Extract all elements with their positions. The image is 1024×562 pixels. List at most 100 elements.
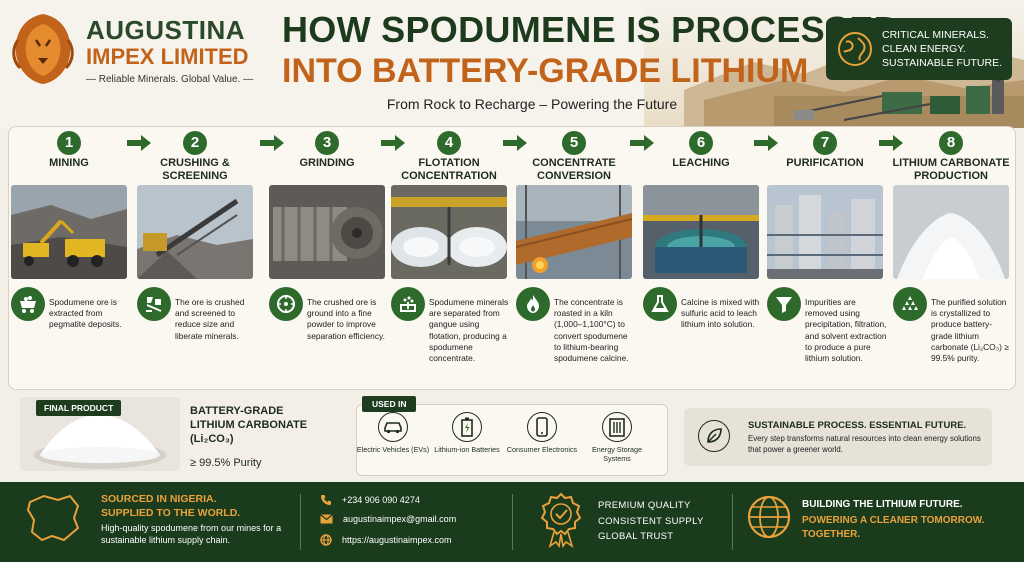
flame-icon — [516, 287, 550, 321]
step-description: The crushed ore is ground into a fine po… — [307, 297, 385, 341]
step-number-badge: 3 — [315, 131, 339, 155]
used-in-label: USED IN — [362, 396, 417, 412]
sourced-text: High-quality spodumene from our mines fo… — [101, 523, 282, 545]
process-steps-panel: 1 MINING Spodumene ore is extracted from… — [8, 126, 1016, 390]
crusher-icon — [137, 287, 171, 321]
page-title-line1: HOW SPODUMENE IS PROCESSED — [282, 9, 900, 50]
step-title: FLOTATION CONCENTRATION — [401, 157, 497, 182]
flask-icon — [643, 287, 677, 321]
sustainable-title: SUSTAINABLE PROCESS. ESSENTIAL FUTURE. — [748, 420, 967, 431]
website-url: https://augustinaimpex.com — [342, 535, 452, 545]
future-line3: TOGETHER. — [802, 529, 861, 540]
final-product-title-line2: LITHIUM CARBONATE — [190, 419, 308, 431]
header: AUGUSTINA IMPEX LIMITED — Reliable Miner… — [0, 0, 1024, 128]
phone-icon — [527, 412, 557, 442]
step-concentrate-conversion: 5 CONCENTRATE CONVERSION The concentrate… — [514, 127, 634, 389]
step-description: Spodumene minerals are separated from ga… — [429, 297, 509, 364]
flotation-photo — [391, 185, 507, 279]
use-consumer-electronics: Consumer Electronics — [505, 412, 579, 454]
filter-icon — [767, 287, 801, 321]
use-label: Electric Vehicles (EVs) — [356, 445, 430, 454]
footer: SOURCED IN NIGERIA. SUPPLIED TO THE WORL… — [0, 482, 1024, 562]
step-leaching: 6 LEACHING Calcine is mixed with sulfuri… — [641, 127, 761, 389]
arrow-right-icon — [127, 135, 151, 151]
step-description: Spodumene ore is extracted from pegmatit… — [49, 297, 122, 330]
grinding-mill-photo — [269, 185, 385, 279]
use-label: Energy Storage Systems — [592, 445, 642, 463]
use-label: Lithium-ion Batteries — [434, 445, 500, 454]
step-number-badge: 8 — [939, 131, 963, 155]
mine-cart-icon — [11, 287, 45, 321]
future-lines: POWERING A CLEANER TOMORROW. TOGETHER. — [802, 514, 984, 542]
step-title: MINING — [49, 157, 89, 169]
leaf-icon — [698, 420, 730, 452]
storage-icon — [602, 412, 632, 442]
brand-subtitle: IMPEX LIMITED — [86, 44, 249, 69]
step-description: Impurities are removed using precipitati… — [805, 297, 887, 364]
step-grinding: 3 GRINDING The crushed ore is ground int… — [267, 127, 387, 389]
step-number-badge: 5 — [562, 131, 586, 155]
use-label: Consumer Electronics — [506, 445, 578, 454]
quality-medal-icon — [540, 492, 582, 548]
step-number-badge: 2 — [183, 131, 207, 155]
email-contact[interactable]: augustinaimpex@gmail.com — [320, 514, 456, 524]
final-product-label: FINAL PRODUCT — [36, 400, 122, 416]
critical-line3: SUSTAINABLE FUTURE. — [882, 57, 1002, 69]
phone-contact[interactable]: +234 906 090 4274 — [320, 494, 420, 506]
nigeria-map-icon — [26, 494, 80, 542]
final-product-purity: ≥ 99.5% Purity — [190, 457, 262, 469]
crystals-icon — [893, 287, 927, 321]
web-globe-icon — [320, 534, 332, 546]
phone-call-icon — [321, 495, 331, 505]
final-product-title-line3: (Li₂CO₃) — [190, 433, 234, 445]
future-line1: BUILDING THE LITHIUM FUTURE. — [802, 499, 963, 510]
crushing-photo — [137, 185, 253, 279]
page-title-line2: INTO BATTERY-GRADE LITHIUM — [282, 52, 809, 90]
final-product-title: BATTERY-GRADE LITHIUM CARBONATE (Li₂CO₃) — [190, 404, 307, 446]
use-lithium-ion-batteries: Lithium-ion Batteries — [430, 412, 504, 454]
quality-text: PREMIUM QUALITY CONSISTENT SUPPLY GLOBAL… — [598, 498, 704, 545]
car-icon — [378, 412, 408, 442]
step-lithium-carbonate-production: 8 LITHIUM CARBONATE PRODUCTION The purif… — [891, 127, 1011, 389]
sustainable-process-box: SUSTAINABLE PROCESS. ESSENTIAL FUTURE. E… — [684, 408, 992, 466]
step-flotation-concentration: 4 FLOTATION CONCENTRATION Spodumene mine… — [389, 127, 509, 389]
kiln-photo — [516, 185, 632, 279]
quality-line3: GLOBAL TRUST — [598, 531, 674, 542]
future-line2: POWERING A CLEANER TOMORROW. — [802, 515, 985, 526]
step-description: The concentrate is roasted in a kiln (1,… — [554, 297, 629, 364]
mining-photo — [11, 185, 127, 279]
arrow-right-icon — [630, 135, 654, 151]
sustainable-text: Every step transforms natural resources … — [748, 434, 981, 454]
critical-minerals-box: CRITICAL MINERALS. CLEAN ENERGY. SUSTAIN… — [826, 18, 1012, 80]
purification-plant-photo — [767, 185, 883, 279]
step-description: The ore is crushed and screened to reduc… — [175, 297, 245, 341]
brand-tagline: — Reliable Minerals. Global Value. — — [86, 74, 254, 85]
email-icon — [320, 514, 333, 524]
step-title: GRINDING — [299, 157, 355, 169]
globe-icon — [838, 32, 872, 66]
arrow-right-icon — [260, 135, 284, 151]
website-contact[interactable]: https://augustinaimpex.com — [320, 534, 452, 546]
step-description: Calcine is mixed with sulfuric acid to l… — [681, 297, 760, 330]
arrow-right-icon — [754, 135, 778, 151]
use-electric-vehicles: Electric Vehicles (EVs) — [356, 412, 430, 454]
leaching-tanks-photo — [643, 185, 759, 279]
grinder-icon — [269, 287, 303, 321]
email-address: augustinaimpex@gmail.com — [343, 514, 457, 524]
critical-line2: CLEAN ENERGY. — [882, 43, 966, 55]
lion-logo-icon — [12, 14, 74, 84]
divider — [300, 494, 301, 550]
page-subtitle: From Rock to Recharge – Powering the Fut… — [386, 96, 678, 112]
step-title: CONCENTRATE CONVERSION — [532, 157, 616, 182]
sourced-line2: SUPPLIED TO THE WORLD. — [101, 507, 241, 519]
brand-name: AUGUSTINA — [86, 15, 246, 45]
use-energy-storage-systems: Energy Storage Systems — [580, 412, 654, 463]
arrow-right-icon — [381, 135, 405, 151]
quality-line2: CONSISTENT SUPPLY — [598, 515, 704, 527]
sourced-line1: SOURCED IN NIGERIA. — [101, 493, 217, 505]
sourced-title: SOURCED IN NIGERIA. SUPPLIED TO THE WORL… — [101, 492, 240, 520]
step-mining: 1 MINING Spodumene ore is extracted from… — [9, 127, 129, 389]
step-number-badge: 1 — [57, 131, 81, 155]
divider — [512, 494, 513, 550]
arrow-right-icon — [503, 135, 527, 151]
